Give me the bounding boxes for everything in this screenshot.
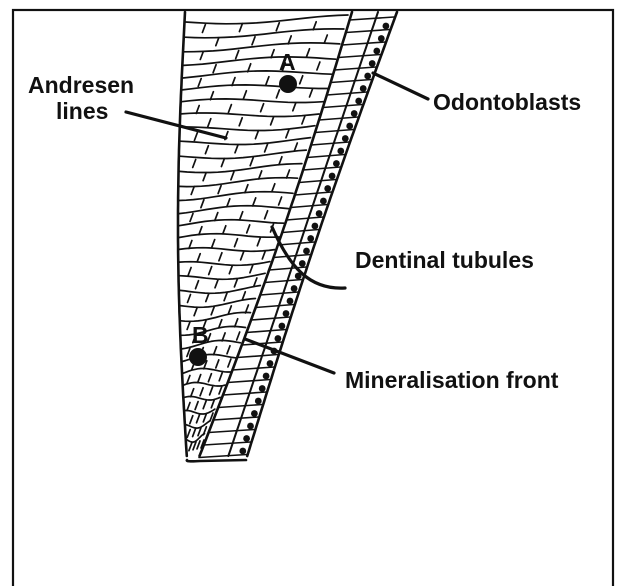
point-b-label: B — [192, 322, 209, 348]
point-a-marker — [279, 75, 297, 93]
dentinal-tubules-label: Dentinal tubules — [355, 247, 534, 273]
odontoblast-nucleus — [259, 385, 266, 392]
odontoblast-nucleus — [342, 135, 349, 142]
odontoblast-nucleus — [316, 210, 323, 217]
odontoblast-nucleus — [337, 148, 344, 155]
odontoblast-nucleus — [346, 123, 353, 130]
odontoblast-nucleus — [307, 235, 314, 242]
odontoblast-nucleus — [291, 285, 298, 292]
odontoblast-nucleus — [329, 173, 336, 180]
andresen-label-line1: Andresen — [28, 72, 134, 98]
odontoblast-nucleus — [312, 223, 319, 230]
odontoblasts-label: Odontoblasts — [433, 89, 581, 115]
odontoblast-nucleus — [283, 310, 290, 317]
odontoblast-nucleus — [299, 260, 306, 267]
odontoblast-nucleus — [275, 335, 282, 342]
odontoblast-nucleus — [303, 248, 310, 255]
odontoblast-nucleus — [247, 423, 254, 430]
mineralisation-front-label: Mineralisation front — [345, 367, 559, 393]
odontoblast-nucleus — [267, 360, 274, 367]
point-a-label: A — [279, 49, 296, 75]
point-b-marker — [189, 348, 207, 366]
odontoblast-nucleus — [364, 73, 371, 80]
odontoblast-nucleus — [243, 435, 250, 442]
odontoblast-nucleus — [320, 198, 327, 205]
odontoblast-nucleus — [251, 410, 258, 417]
odontoblast-nucleus — [333, 160, 340, 167]
odontoblast-nucleus — [239, 448, 246, 455]
odontoblast-nucleus — [383, 23, 390, 30]
odontoblast-nucleus — [263, 373, 270, 380]
odontoblast-nucleus — [287, 298, 294, 305]
odontoblast-nucleus — [378, 35, 385, 42]
odontoblast-nucleus — [373, 48, 380, 55]
odontoblast-nucleus — [355, 98, 362, 105]
odontoblast-nucleus — [324, 185, 331, 192]
odontoblast-nucleus — [369, 60, 376, 67]
odontoblast-nucleus — [255, 398, 262, 405]
odontoblast-nucleus — [351, 110, 358, 117]
tooth-tip-outline — [187, 460, 246, 461]
odontoblast-nucleus — [279, 323, 286, 330]
odontoblast-nucleus — [360, 85, 367, 92]
andresen-label-line2: lines — [56, 98, 108, 124]
